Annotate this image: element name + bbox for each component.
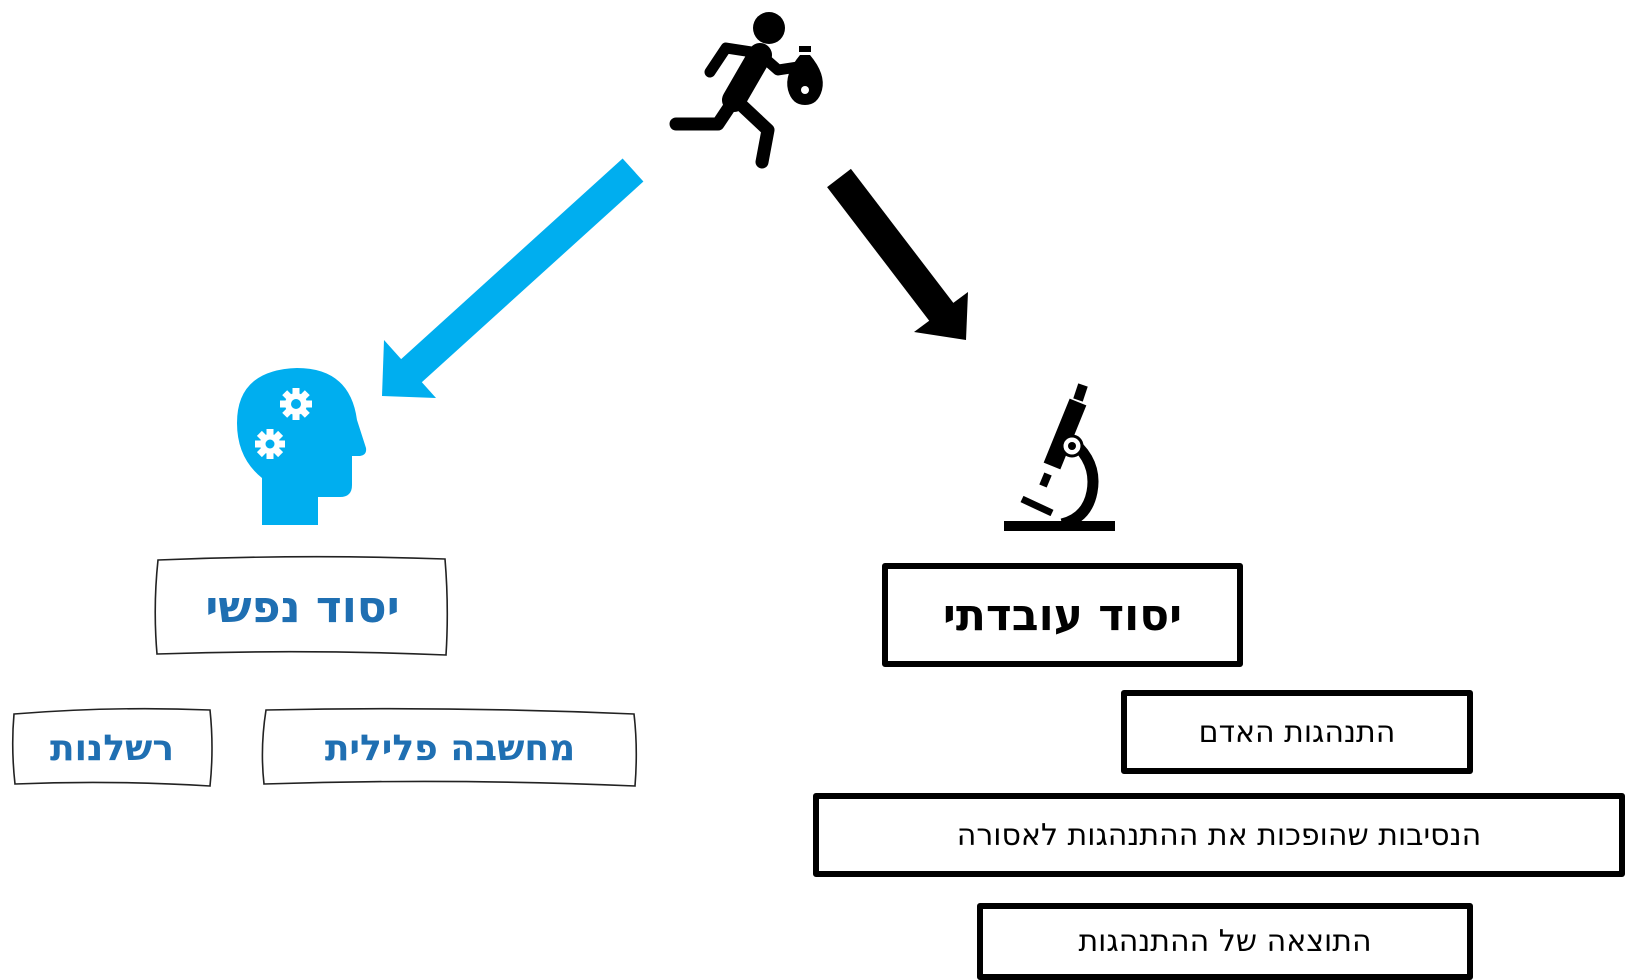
circumstances-label: הנסיבות שהופכות את ההתנהגות לאסורה <box>956 817 1482 853</box>
criminal-thought-box: מחשבה פלילית <box>261 707 638 788</box>
negligence-box: רשלנות <box>11 707 213 788</box>
running-thief-icon <box>669 12 823 169</box>
criminal-thought-label: מחשבה פלילית <box>324 727 576 769</box>
human-conduct-box: התנהגות האדם <box>1121 690 1473 774</box>
mental-element-box: יסוד נפשי <box>154 555 450 658</box>
factual-element-box: יסוד עובדתי <box>882 563 1243 667</box>
negligence-label: רשלנות <box>49 727 174 769</box>
result-label: התוצאה של ההתנהגות <box>1078 924 1372 959</box>
arrow-to-factual-element <box>827 168 968 340</box>
head-gears-icon <box>237 368 367 525</box>
mental-element-title: יסוד נפשי <box>205 582 400 633</box>
circumstances-box: הנסיבות שהופכות את ההתנהגות לאסורה <box>813 793 1625 877</box>
microscope-icon <box>1004 383 1115 531</box>
factual-element-title: יסוד עובדתי <box>942 589 1183 641</box>
result-box: התוצאה של ההתנהגות <box>977 903 1473 980</box>
arrow-to-mental-element <box>382 158 644 398</box>
human-conduct-label: התנהגות האדם <box>1198 714 1396 750</box>
